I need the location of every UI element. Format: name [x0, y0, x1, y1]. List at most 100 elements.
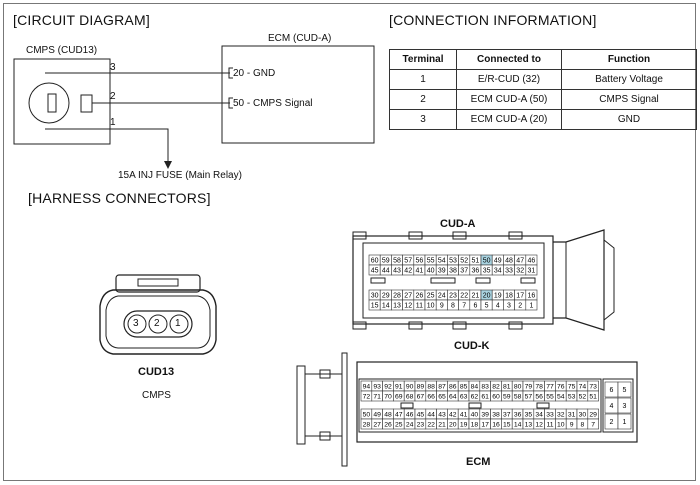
cmps-label: CMPS (CUD13) — [26, 45, 98, 56]
pin-cell — [617, 397, 632, 414]
pin-number: 33 — [546, 411, 554, 418]
circuit-diagram-title: [CIRCUIT DIAGRAM] — [13, 12, 150, 28]
pin-number: 34 — [535, 411, 543, 418]
pin-number: 15 — [371, 303, 379, 310]
pin-number: 65 — [438, 393, 446, 400]
pin-number: 67 — [417, 393, 425, 400]
pin-number: 79 — [525, 383, 533, 390]
pin-number: 27 — [404, 293, 412, 300]
cud-k-side-block — [602, 378, 634, 433]
cud-a-lug — [452, 321, 467, 330]
pin-number: 81 — [503, 383, 511, 390]
pin-number: 25 — [427, 293, 435, 300]
cud13-inner — [105, 295, 211, 349]
pin-number: 68 — [406, 393, 414, 400]
pin-number: 31 — [568, 411, 576, 418]
pin-number: 24 — [406, 421, 414, 428]
fuse-label: 15A INJ FUSE (Main Relay) — [118, 170, 242, 181]
pin-number: 38 — [492, 411, 500, 418]
cud-k-body — [296, 352, 638, 467]
pin-number: 12 — [404, 303, 412, 310]
pin-number: 22 — [427, 421, 435, 428]
pin-number: 3 — [507, 303, 511, 310]
cud-k-latch — [296, 365, 306, 445]
pin-number: 84 — [471, 383, 479, 390]
pin-number: 17 — [516, 293, 524, 300]
pin-number: 24 — [438, 293, 446, 300]
cmps-box — [13, 58, 111, 145]
pin-number: 94 — [363, 383, 371, 390]
pin-number: 89 — [417, 383, 425, 390]
cud-a-lug — [508, 321, 523, 330]
cud-k-latch-tab — [319, 369, 331, 379]
pin2-label: 2 — [110, 91, 116, 102]
pin-number: 88 — [427, 383, 435, 390]
pin-number: 51 — [472, 258, 480, 265]
pin-number: 30 — [579, 411, 587, 418]
pin-number: 1 — [529, 303, 533, 310]
pin-number: 53 — [449, 258, 457, 265]
pin-number: 49 — [494, 258, 502, 265]
pin-number: 26 — [416, 293, 424, 300]
pin-cell — [617, 381, 632, 398]
cmps-sensor-circle — [28, 82, 70, 124]
pin-cell — [525, 299, 538, 311]
wire-pin1 — [45, 128, 169, 163]
cud-k-title: CUD-K — [454, 340, 490, 352]
cud-a-key — [430, 277, 456, 284]
pin-number: 5 — [623, 387, 627, 394]
pin-number: 92 — [384, 383, 392, 390]
pin-number: 7 — [591, 421, 595, 428]
cud-a-body — [352, 229, 615, 331]
pin-number: 23 — [417, 421, 425, 428]
pin-number: 18 — [471, 421, 479, 428]
harness-connectors-title: [HARNESS CONNECTORS] — [28, 190, 211, 206]
pin-number: 71 — [373, 393, 381, 400]
pin1-label: 1 — [110, 117, 116, 128]
cud-k-key — [400, 402, 414, 409]
cud-a-title: CUD-A — [440, 218, 476, 230]
pin-number: 6 — [610, 387, 614, 394]
pin-number: 52 — [460, 258, 468, 265]
pin-number: 37 — [460, 268, 468, 275]
cud-a-lug — [452, 231, 467, 240]
pin-number: 40 — [427, 268, 435, 275]
pin-number: 77 — [546, 383, 554, 390]
pin-number: 15 — [503, 421, 511, 428]
pin-number: 60 — [492, 393, 500, 400]
pin-cell — [617, 413, 632, 430]
pin-number: 39 — [438, 268, 446, 275]
pin-number: 93 — [373, 383, 381, 390]
cud-a-key — [475, 277, 491, 284]
pin-number: 32 — [516, 268, 524, 275]
pin-number: 82 — [492, 383, 500, 390]
table-row: 3 ECM CUD-A (20) GND — [389, 109, 697, 130]
pin-number: 50 — [363, 411, 371, 418]
ecm-box — [221, 45, 375, 144]
pin3-label: 3 — [110, 62, 116, 73]
pin-number: 20 — [449, 421, 457, 428]
pin-number: 56 — [535, 393, 543, 400]
pin-number: 49 — [373, 411, 381, 418]
pin-number: 61 — [481, 393, 489, 400]
pin-number: 29 — [382, 293, 390, 300]
ecm-pin50-label: 50 - CMPS Signal — [233, 98, 313, 109]
pin-number: 42 — [404, 268, 412, 275]
pin-number: 50 — [483, 258, 491, 265]
pin-number: 41 — [416, 268, 424, 275]
connection-table: Terminal Connected to Function 1 E/R-CUD… — [389, 49, 697, 130]
pin-number: 16 — [492, 421, 500, 428]
pin-number: 60 — [371, 258, 379, 265]
pin-number: 43 — [393, 268, 401, 275]
cud-a-lug — [352, 321, 367, 330]
pin-number: 40 — [471, 411, 479, 418]
pin-number: 16 — [528, 293, 536, 300]
pin-number: 47 — [516, 258, 524, 265]
pin-number: 11 — [416, 303, 423, 310]
pin-number: 59 — [503, 393, 511, 400]
pin-number: 85 — [460, 383, 468, 390]
